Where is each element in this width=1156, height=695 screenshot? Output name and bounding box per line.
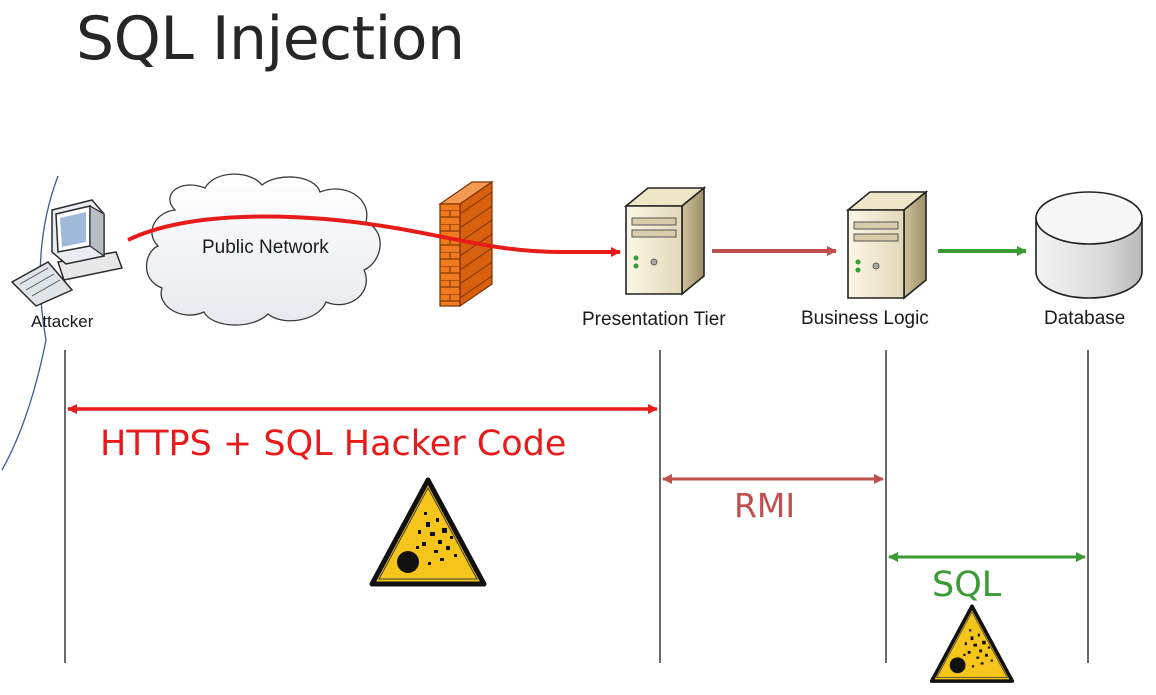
public-network-label: Public Network xyxy=(202,237,329,258)
https-flow-label: HTTPS + SQL Hacker Code xyxy=(100,424,567,464)
rmi-flow-label: RMI xyxy=(734,486,796,525)
firewall-icon xyxy=(438,180,494,308)
explosion-warning-icon xyxy=(929,604,1015,683)
database-icon xyxy=(1035,191,1143,299)
attacker-computer-icon xyxy=(10,199,124,307)
business-logic-label: Business Logic xyxy=(801,308,929,329)
database-label: Database xyxy=(1044,308,1126,329)
explosion-warning-icon xyxy=(372,480,484,584)
presentation-tier-label: Presentation Tier xyxy=(582,309,726,330)
decorative-curve xyxy=(1,175,59,471)
cloud-icon xyxy=(146,173,381,326)
sql-flow-label: SQL xyxy=(932,565,1002,605)
attacker-label: Attacker xyxy=(31,312,94,331)
slide-title: SQL Injection xyxy=(76,4,465,74)
attack-path-arrow xyxy=(127,214,621,257)
presentation-server-icon xyxy=(623,186,707,296)
business-logic-server-icon xyxy=(845,190,929,300)
